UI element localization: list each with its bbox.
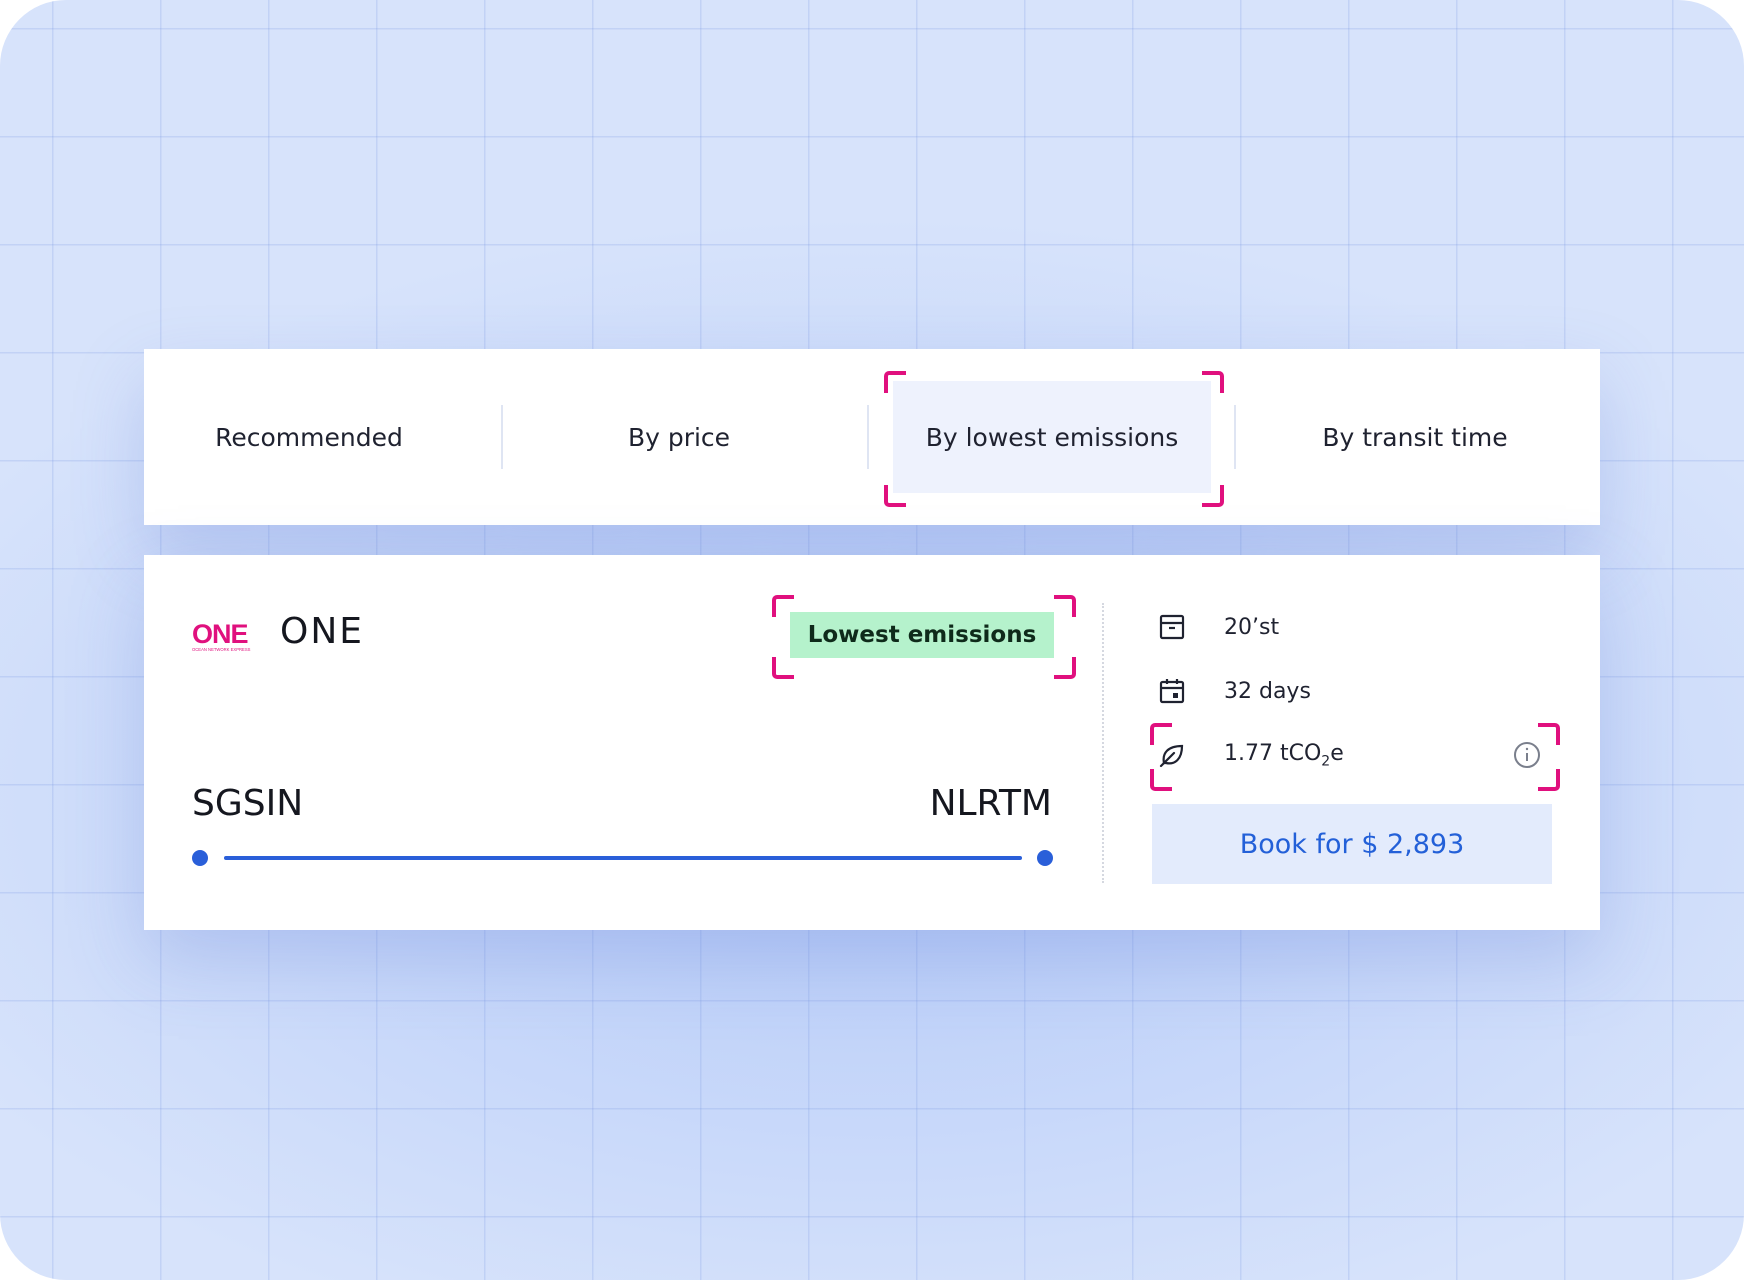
- container-detail: 20’st: [1156, 607, 1279, 647]
- highlight-corner: [1202, 485, 1224, 507]
- route-line: [224, 856, 1022, 860]
- tab-divider: [867, 405, 869, 469]
- container-type: 20’st: [1224, 614, 1280, 640]
- carrier-name: ONE: [280, 611, 365, 652]
- tab-recommended[interactable]: Recommended: [144, 381, 474, 493]
- transit-detail: 32 days: [1156, 671, 1311, 711]
- highlight-corner: [884, 371, 906, 393]
- highlight-corner: [772, 657, 794, 679]
- highlight-corner: [1150, 723, 1172, 745]
- tab-label: By transit time: [1322, 422, 1508, 452]
- lowest-emissions-badge: Lowest emissions: [790, 612, 1054, 658]
- tab-label: Recommended: [215, 422, 403, 452]
- leaf-icon: [1156, 739, 1188, 771]
- tab-label: By price: [627, 422, 731, 452]
- sort-tabs: Recommended By price By lowest emissions…: [144, 349, 1600, 525]
- tab-by-transit-time[interactable]: By transit time: [1250, 381, 1580, 493]
- transit-time: 32 days: [1224, 678, 1311, 704]
- origin-dot: [192, 850, 208, 866]
- tab-by-price[interactable]: By price: [514, 381, 844, 493]
- card-divider: [1102, 603, 1104, 883]
- carrier-logo-text: ONE: [192, 619, 248, 649]
- calendar-icon: [1156, 675, 1188, 707]
- emissions-detail: 1.77 tCO2e: [1156, 735, 1344, 775]
- highlight-corner: [772, 595, 794, 617]
- carrier-logo: ONE OCEAN NETWORK EXPRESS: [192, 619, 251, 652]
- origin-port: SGSIN: [192, 783, 304, 824]
- tab-divider: [1234, 405, 1236, 469]
- tab-divider: [501, 405, 503, 469]
- highlight-corner: [1150, 769, 1172, 791]
- info-icon[interactable]: [1513, 741, 1541, 769]
- highlight-corner: [1054, 657, 1076, 679]
- highlight-corner: [1538, 723, 1560, 745]
- tab-label: By lowest emissions: [925, 422, 1179, 452]
- highlight-corner: [1054, 595, 1076, 617]
- highlight-corner: [1202, 371, 1224, 393]
- destination-port: NLRTM: [929, 783, 1052, 824]
- archive-box-icon: [1156, 611, 1188, 643]
- tab-by-lowest-emissions[interactable]: By lowest emissions: [893, 381, 1211, 493]
- carrier-logo-subtext: OCEAN NETWORK EXPRESS: [192, 647, 251, 652]
- destination-dot: [1037, 850, 1053, 866]
- shipping-result-card: ONE OCEAN NETWORK EXPRESS ONE Lowest emi…: [144, 555, 1600, 930]
- emissions-value: 1.77 tCO2e: [1224, 740, 1344, 770]
- highlight-corner: [884, 485, 906, 507]
- book-button[interactable]: Book for $ 2,893: [1152, 804, 1552, 884]
- highlight-corner: [1538, 769, 1560, 791]
